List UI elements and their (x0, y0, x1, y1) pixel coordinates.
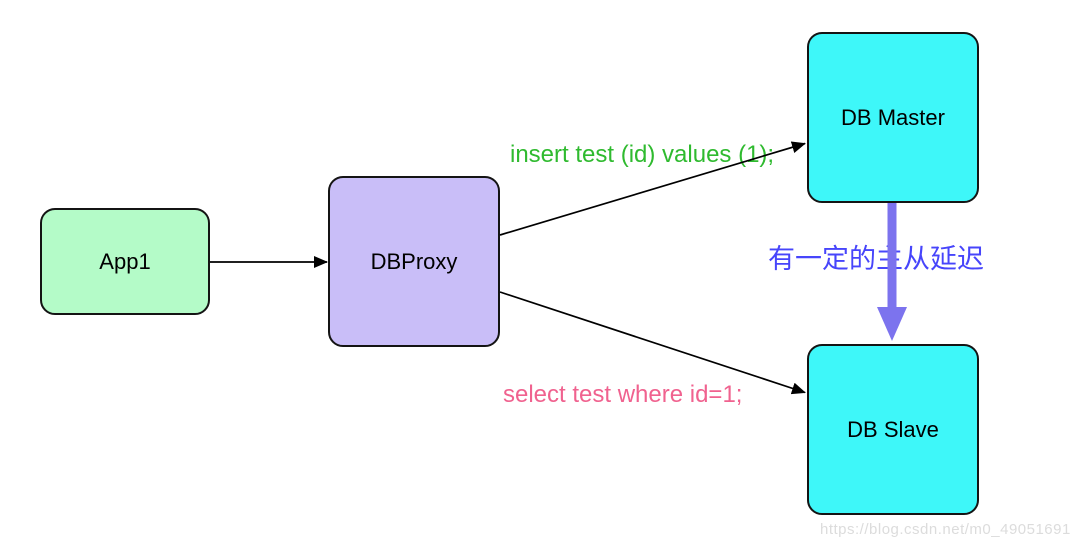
edge-label-replication-delay: 有一定的主从延迟 (768, 244, 984, 274)
node-app1: App1 (40, 208, 210, 315)
edge-label-insert-query: insert test (id) values (1); (510, 141, 775, 168)
replication-arrowhead-icon (877, 307, 907, 341)
node-dbproxy: DBProxy (328, 176, 500, 347)
watermark-url: https://blog.csdn.net/m0_49051691 (820, 521, 1071, 538)
arrow-dbproxy-to-db-slave (499, 291, 806, 395)
edge-label-select-query: select test where id=1; (503, 381, 743, 408)
node-db-master-label: DB Master (841, 104, 945, 130)
node-dbproxy-label: DBProxy (370, 248, 458, 274)
node-db-slave: DB Slave (807, 344, 979, 515)
node-db-master: DB Master (807, 32, 979, 203)
node-app1-label: App1 (99, 248, 151, 274)
node-db-slave-label: DB Slave (847, 416, 939, 442)
